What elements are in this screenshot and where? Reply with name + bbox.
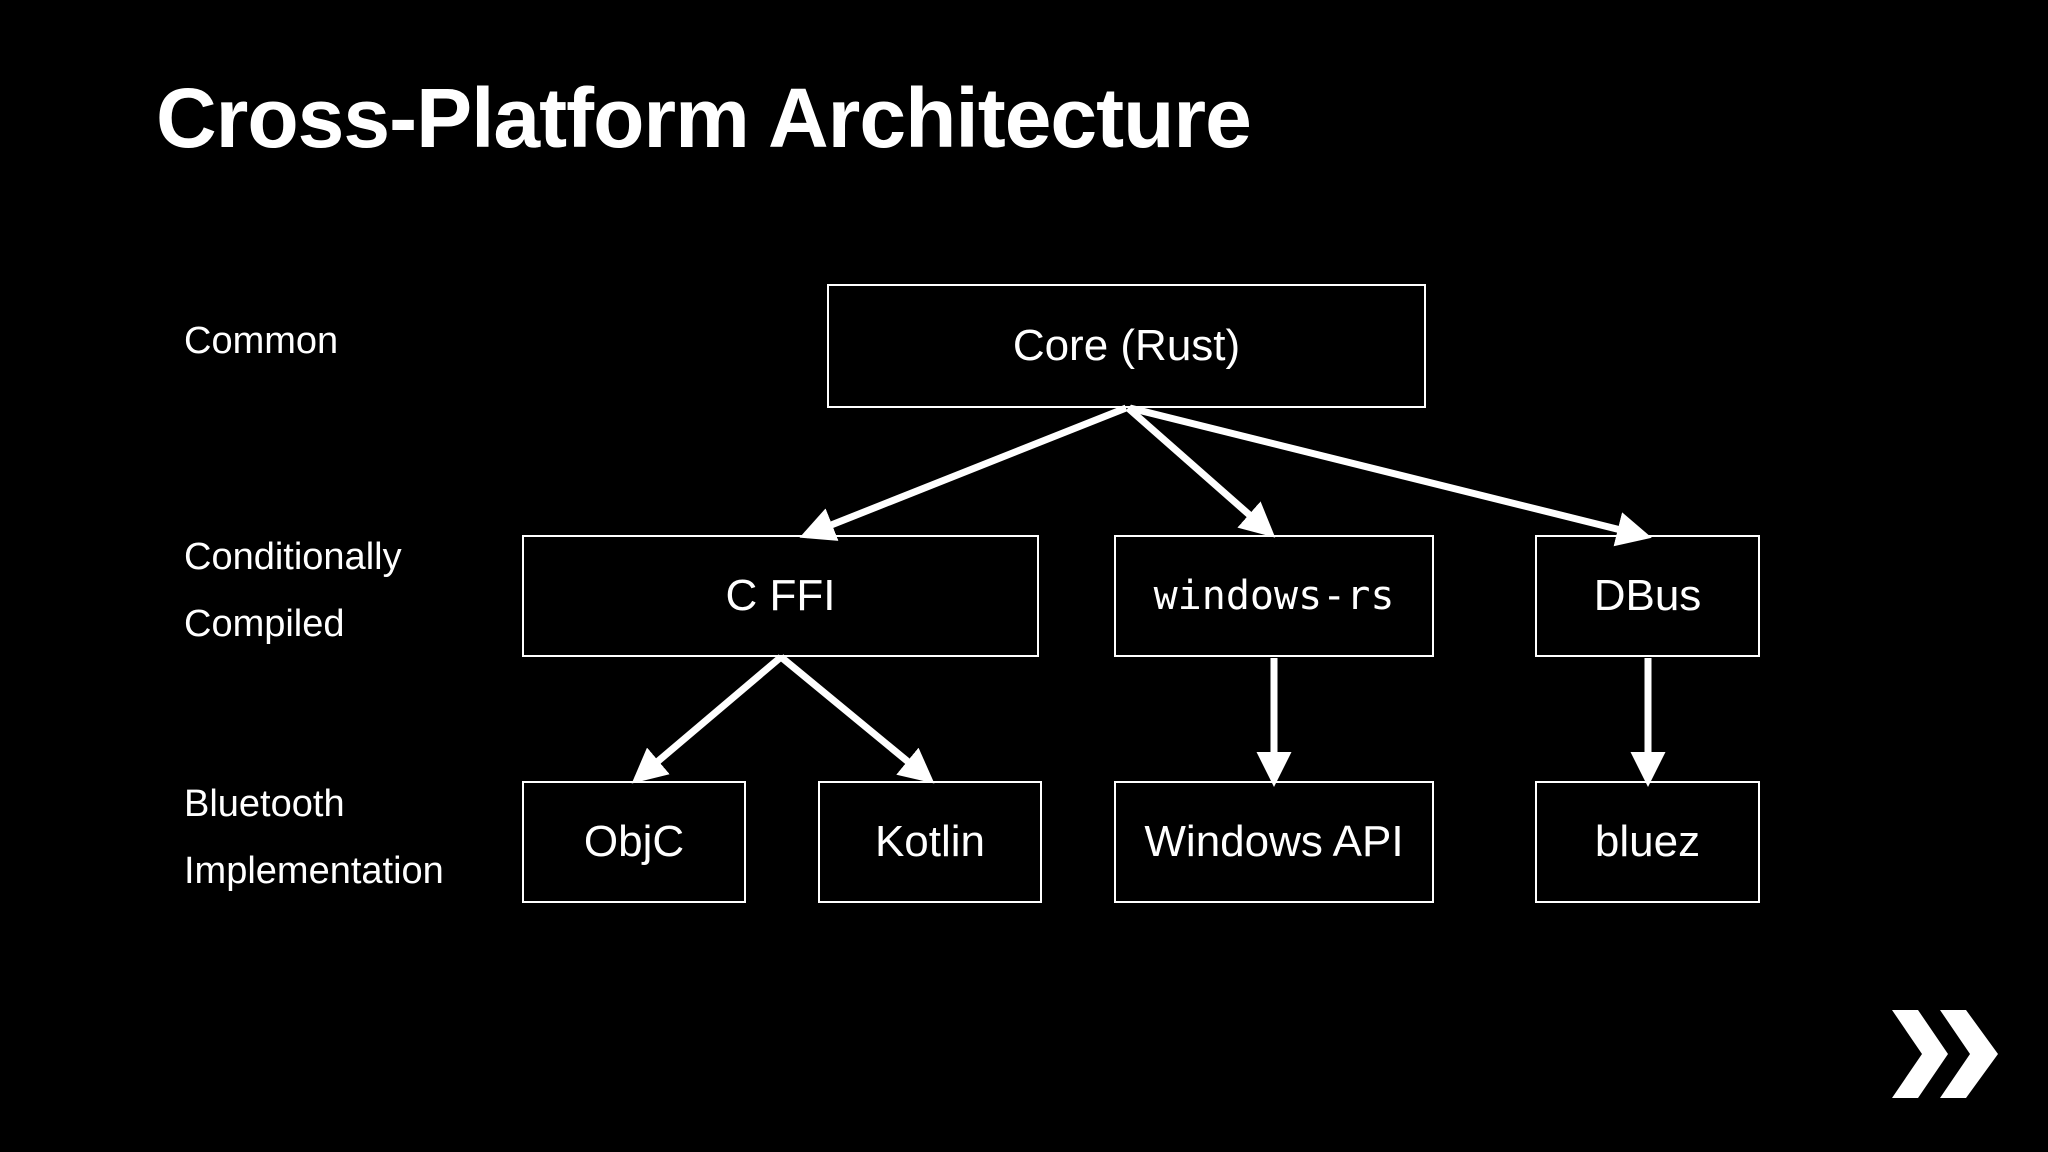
node-kotlin: Kotlin: [818, 781, 1042, 903]
node-bluez: bluez: [1535, 781, 1760, 903]
node-windows-rs-label: windows-rs: [1153, 573, 1395, 619]
node-dbus-label: DBus: [1593, 571, 1702, 620]
row-label-common-text: Common: [184, 320, 339, 362]
node-objc: ObjC: [522, 781, 746, 903]
row-label-bluetooth-implementation: Bluetooth Implementation: [184, 771, 444, 905]
node-core-rust: Core (Rust): [827, 284, 1426, 408]
row-label-common: Common: [184, 308, 338, 375]
node-c-ffi: C FFI: [522, 535, 1039, 657]
node-bluez-label: bluez: [1594, 817, 1701, 866]
node-objc-label: ObjC: [583, 817, 685, 866]
arrow-core-to-c-ffi: [799, 404, 1128, 541]
row-label-bluetooth-implementation-line2: Implementation: [184, 850, 444, 892]
node-windows-api: Windows API: [1114, 781, 1434, 903]
slide-title: Cross-Platform Architecture: [156, 71, 1252, 165]
arrow-core-to-dbus: [1129, 404, 1652, 547]
arrow-c-ffi-to-objc: [631, 654, 784, 784]
row-label-bluetooth-implementation-line1: Bluetooth: [184, 783, 345, 825]
node-windows-rs: windows-rs: [1114, 535, 1434, 657]
node-windows-api-label: Windows API: [1144, 817, 1404, 866]
node-c-ffi-label: C FFI: [725, 571, 836, 620]
row-label-conditionally-compiled-line1: Conditionally: [184, 536, 402, 578]
arrow-c-ffi-to-kotlin: [778, 654, 935, 784]
node-kotlin-label: Kotlin: [874, 817, 986, 866]
row-label-conditionally-compiled-line2: Compiled: [184, 603, 345, 645]
arrow-core-to-windows-rs: [1125, 405, 1276, 538]
node-core-rust-label: Core (Rust): [1012, 321, 1241, 370]
double-chevron-right-icon[interactable]: [1890, 1008, 2002, 1100]
row-label-conditionally-compiled: Conditionally Compiled: [184, 524, 402, 658]
node-dbus: DBus: [1535, 535, 1760, 657]
